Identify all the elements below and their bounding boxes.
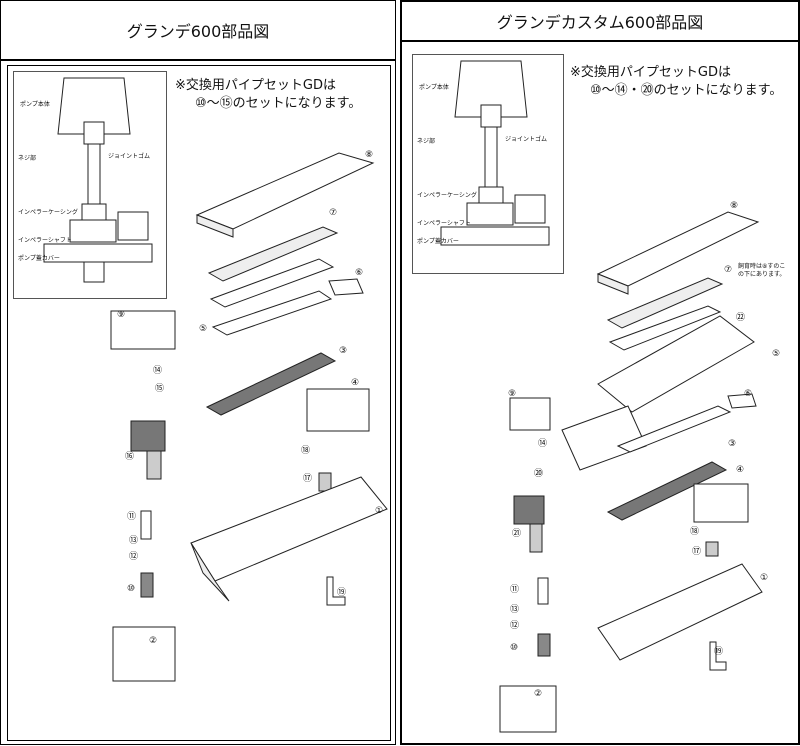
- left-part-9: ⑨: [117, 310, 125, 320]
- right-part-14: ⑭: [538, 438, 547, 449]
- right-note-line2: ⑩〜⑭・⑳のセットになります。: [590, 83, 783, 98]
- left-part-12: ⑫: [129, 551, 138, 562]
- left-part-10: ⑩: [127, 584, 135, 594]
- right-inset-label-5: インペラーシャフト: [417, 220, 471, 227]
- right-part-5: ⑤: [772, 349, 780, 359]
- left-inset-label-1: ポンプ本体: [20, 100, 50, 108]
- left-exploded-view: ⑧ ⑦ ⑥ ⑤ ③ ④ ⑨ ⑭ ⑮ ⑯ ⑱ ⑰ ① ⑪ ⑬ ⑫ ⑩ ⑲ ②: [110, 150, 388, 682]
- left-part-6: ⑥: [355, 268, 363, 278]
- left-inset-label-3: ジョイントゴム: [108, 152, 150, 160]
- right-pump-drawing: ポンプ本体 ネジ部 ジョイントゴム インペラーケーシング インペラーシャフト ポ…: [417, 60, 550, 246]
- right-part-22: ㉒: [736, 312, 745, 323]
- right-inset-label-2: ネジ部: [417, 137, 435, 145]
- right-part-1: ①: [760, 573, 768, 583]
- left-part-13: ⑬: [129, 535, 138, 546]
- right-part-10: ⑩: [510, 643, 518, 653]
- left-part-18: ⑱: [301, 445, 310, 456]
- right-note-line1: ※交換用パイプセットGDは: [570, 65, 731, 80]
- left-inset-label-4: インペラーケーシング: [18, 208, 78, 216]
- right-part-13: ⑬: [510, 604, 519, 615]
- left-part-5: ⑤: [199, 324, 207, 334]
- right-part-3: ③: [728, 439, 736, 449]
- left-title: グランデ600部品図: [1, 1, 395, 61]
- left-inset-label-6: ポンプ蓋カバー: [18, 254, 60, 262]
- right-part-21: ㉑: [512, 528, 521, 539]
- left-part-8: ⑧: [365, 150, 373, 160]
- left-part-14: ⑭: [153, 365, 162, 376]
- left-part-1: ①: [375, 506, 383, 516]
- left-part-16: ⑯: [125, 451, 134, 462]
- left-part-19: ⑲: [337, 587, 346, 598]
- right-panel: グランデカスタム600部品図 ポンプ本体 ネジ部 ジョイントゴム インペラーケー…: [400, 0, 800, 745]
- right-part7-note-line2: の下にあります。: [738, 271, 785, 278]
- right-part-6: ⑥: [744, 389, 752, 399]
- right-inset-label-1: ポンプ本体: [419, 83, 449, 91]
- right-part-12: ⑫: [510, 620, 519, 631]
- left-pump-drawing: ポンプ本体 ネジ部 ジョイントゴム インペラーケーシング インペラーシャフト ポ…: [18, 77, 153, 283]
- left-pump-inset: ポンプ本体 ネジ部 ジョイントゴム インペラーケーシング インペラーシャフト ポ…: [13, 71, 167, 299]
- left-panel: グランデ600部品図 ポンプ本体 ネジ部 ジョイントゴム インペラーケーシング …: [0, 0, 396, 745]
- right-inset-label-6: ポンプ蓋カバー: [417, 237, 459, 245]
- left-note-line2: ⑩〜⑮のセットになります。: [195, 96, 362, 111]
- right-part-9: ⑨: [508, 389, 516, 399]
- right-part-19: ⑲: [714, 646, 723, 657]
- right-part-18: ⑱: [690, 526, 699, 537]
- right-part-2: ②: [534, 689, 542, 699]
- left-part-4: ④: [351, 378, 359, 388]
- right-exploded-view: ⑧ ⑦ 飼育時は⑧すのこ の下にあります。 ㉒ ⑤ ⑥ ③ ④ ⑨ ⑭ ⑳ ㉑ …: [499, 201, 785, 733]
- right-pump-inset: ポンプ本体 ネジ部 ジョイントゴム インペラーケーシング インペラーシャフト ポ…: [412, 54, 564, 274]
- right-part-4: ④: [736, 465, 744, 475]
- right-inset-label-4: インペラーケーシング: [417, 191, 477, 199]
- left-part-11: ⑪: [127, 511, 136, 522]
- right-inset-label-3: ジョイントゴム: [505, 135, 547, 143]
- right-part-7: ⑦: [724, 265, 732, 275]
- left-inset-label-5: インペラーシャフト: [18, 237, 72, 244]
- right-part-20: ⑳: [534, 468, 543, 479]
- right-part-11: ⑪: [510, 584, 519, 595]
- left-part-2: ②: [149, 636, 157, 646]
- left-part-15: ⑮: [155, 383, 164, 394]
- left-inset-label-2: ネジ部: [18, 154, 36, 162]
- left-note-line1: ※交換用パイプセットGDは: [175, 78, 336, 93]
- right-part7-note-line1: 飼育時は⑧すのこ: [738, 262, 785, 270]
- left-diagram-frame: [7, 65, 391, 741]
- right-part-8: ⑧: [730, 201, 738, 211]
- right-part-17: ⑰: [692, 546, 701, 557]
- left-part-7: ⑦: [329, 208, 337, 218]
- right-title: グランデカスタム600部品図: [402, 2, 798, 42]
- left-part-3: ③: [339, 346, 347, 356]
- left-part-17: ⑰: [303, 473, 312, 484]
